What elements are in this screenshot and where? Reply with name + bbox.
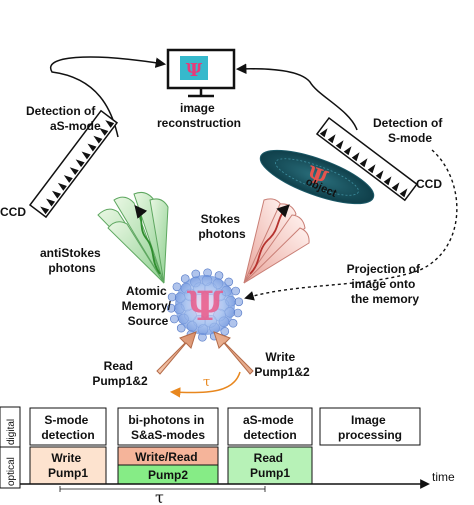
atom-bubble	[234, 297, 244, 307]
monitor-psi: Ψ	[186, 60, 203, 81]
atom-bubble	[176, 323, 186, 333]
digital-cell-s-mode: S-mode detection	[41, 413, 94, 442]
ccd-pixel	[351, 152, 360, 162]
delay-tau-label: τ	[203, 375, 210, 390]
ccd-left-label: CCD	[0, 205, 26, 219]
ccd-pixel	[99, 127, 109, 136]
ccd-pixel	[75, 159, 85, 168]
monitor-icon: Ψ	[166, 48, 236, 98]
arrow-left-ccd-to-monitor	[49, 56, 167, 138]
atom-bubble	[170, 314, 179, 324]
time-axis-label: time	[432, 470, 455, 484]
ccd-pixel	[383, 176, 392, 186]
ccd-pixel	[51, 190, 61, 199]
antistokes-label: antiStokes photons	[40, 246, 104, 275]
ccd-pixel	[391, 182, 400, 192]
antistokes-photon-cones	[97, 192, 169, 284]
ccd-pixel	[81, 151, 91, 160]
ccd-pixel	[93, 135, 103, 144]
ccd-right-icon	[315, 116, 418, 202]
arrow-right-ccd-to-monitor	[235, 63, 358, 131]
ccd-pixel	[105, 120, 115, 128]
ccd-pixel	[367, 164, 376, 174]
digital-cell-as-mode: aS-mode detection	[243, 413, 297, 442]
optical-cell-write-read-pump2: Write/Read Pump2	[135, 450, 201, 482]
detection-s-label: Detection of S-mode	[373, 116, 446, 145]
image-reconstruction-label: image reconstruction	[157, 101, 241, 130]
write-pump-label: Write Pump1&2	[254, 350, 310, 379]
stokes-photon-path	[249, 204, 290, 275]
ccd-left-icon	[28, 109, 119, 219]
projection-arrow	[244, 149, 458, 301]
write-pump-arrow	[213, 331, 254, 375]
memory-label: Atomic Memory/ Source	[122, 284, 175, 328]
ccd-pixel	[40, 206, 50, 215]
read-pump-label: Read Pump1&2	[92, 359, 148, 388]
tau-label: τ	[155, 488, 164, 505]
delay-arrow	[169, 371, 241, 398]
svg-text:Ψ: Ψ	[187, 283, 224, 330]
ccd-pixel	[69, 167, 79, 176]
digital-cell-image-processing: Image processing	[338, 413, 402, 442]
ccd-right-label: CCD	[416, 177, 442, 191]
ccd-pixel	[359, 158, 368, 168]
ccd-pixel	[375, 170, 384, 180]
read-pump-arrow	[156, 331, 197, 375]
ccd-pixel	[57, 182, 67, 191]
ccd-pixel	[63, 175, 73, 183]
atom-bubble	[224, 277, 234, 287]
row-label-optical: optical	[6, 457, 17, 486]
digital-cell-biphotons: bi-photons in S&aS-modes	[128, 413, 207, 442]
ccd-pixel	[327, 134, 336, 144]
optical-cell-write-pump1: Write Pump1	[48, 451, 88, 480]
atom-bubble	[231, 286, 240, 296]
object-icon: Ψ	[259, 149, 375, 205]
ccd-pixel	[87, 143, 97, 152]
antistokes-photon-path	[134, 205, 161, 275]
ccd-pixel	[343, 146, 352, 156]
atom-bubble	[233, 308, 243, 318]
row-label-digital: digital	[6, 419, 17, 445]
ccd-pixel	[46, 198, 56, 207]
ccd-pixel	[335, 140, 344, 150]
ccd-pixel	[399, 188, 408, 198]
timeline-table: digital optical S-mode detection bi-phot…	[0, 406, 455, 505]
atomic-memory-icon: Ψ	[166, 268, 244, 342]
atom-bubble	[172, 282, 182, 292]
stokes-label: Stokes photons	[198, 212, 246, 241]
stokes-photon-cones	[243, 198, 310, 284]
detection-as-label: Detection of aS-mode	[26, 104, 101, 133]
projection-label: Projection of image onto the memory	[347, 262, 424, 306]
atom-bubble	[228, 318, 238, 328]
ccd-pixel	[319, 128, 328, 138]
optical-cell-read-pump1: Read Pump1	[250, 451, 290, 480]
